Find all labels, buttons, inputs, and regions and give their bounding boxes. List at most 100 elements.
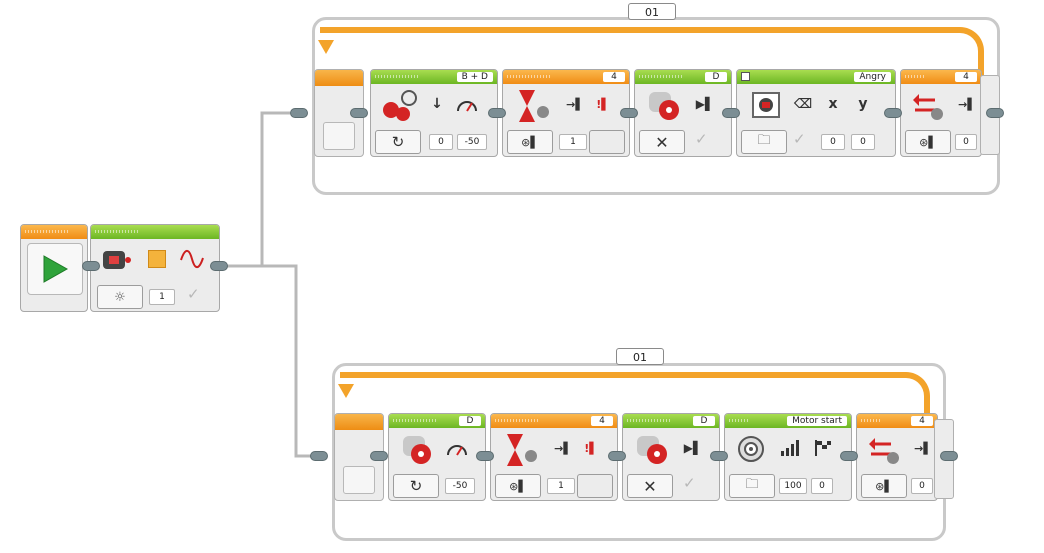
- x-coord-icon: x: [828, 96, 838, 112]
- brick-light-header: [91, 225, 219, 239]
- connector: [350, 108, 368, 118]
- wire-to-top-loop: [222, 111, 290, 268]
- port-label[interactable]: 4: [603, 72, 625, 82]
- port-label[interactable]: Motor start: [787, 416, 847, 426]
- large-motor-off-block[interactable]: D ▶▌ ✕ ✓: [622, 413, 720, 501]
- brake-checkmark[interactable]: ✓: [683, 474, 696, 492]
- loop-mode-button[interactable]: [343, 466, 375, 494]
- loop-arrow-head-icon: [318, 40, 334, 54]
- loop-start-bottom[interactable]: [334, 413, 384, 501]
- move-steering-block[interactable]: B + D ↓ ↻ 0 -50: [370, 69, 498, 157]
- loop-arrow-head-icon: [338, 384, 354, 398]
- display-block[interactable]: Angry ⌫ x y 🗀 ✓ 0 0: [736, 69, 896, 157]
- compare-value[interactable]: 1: [559, 134, 587, 150]
- mode-selector-button[interactable]: ⊛▌: [507, 130, 553, 154]
- loop-counter-bottom[interactable]: 01: [616, 348, 664, 365]
- sound-block[interactable]: Motor start 🗀 100 0: [724, 413, 852, 501]
- mode-selector-button[interactable]: ✕: [627, 474, 673, 498]
- motor-rotation-reset-block[interactable]: 4 →▌ ⊛▌ 0: [856, 413, 938, 501]
- connector: [290, 108, 308, 118]
- loop-counter-top[interactable]: 01: [628, 3, 676, 20]
- connector: [840, 451, 858, 461]
- wait-block[interactable]: 4 →▌ !▌ ⊛▌ 1: [502, 69, 630, 157]
- play-type-value[interactable]: 0: [811, 478, 833, 494]
- mode-selector-button[interactable]: ↻: [375, 130, 421, 154]
- reset-motor-icon: [909, 88, 945, 122]
- connector: [884, 108, 902, 118]
- medium-motor-block[interactable]: D ↻ -50: [388, 413, 486, 501]
- clear-screen-checkmark[interactable]: ✓: [793, 130, 806, 148]
- large-motor-icon: [645, 88, 685, 124]
- pulse-icon: [179, 247, 205, 271]
- power-value[interactable]: -50: [457, 134, 487, 150]
- y-value[interactable]: 0: [851, 134, 875, 150]
- power-value[interactable]: -50: [445, 478, 475, 494]
- compare-value[interactable]: 1: [547, 478, 575, 494]
- mode-selector-button[interactable]: ⊛▌: [495, 474, 541, 498]
- rotate-icon: ↻: [391, 133, 405, 151]
- brake-checkmark[interactable]: ✓: [695, 130, 708, 148]
- port-label[interactable]: D: [693, 416, 715, 426]
- motor-rotation-reset-block[interactable]: 4 →▌ ⊛▌ 0: [900, 69, 982, 157]
- reset-value[interactable]: 0: [955, 134, 977, 150]
- motor-pair-icon: [381, 88, 421, 122]
- pulse-checkmark[interactable]: ✓: [187, 285, 200, 303]
- connector: [370, 451, 388, 461]
- connector: [488, 108, 506, 118]
- mode-selector-button[interactable]: 🗀: [729, 474, 775, 498]
- port-input-icon: →▌: [566, 97, 584, 111]
- mode-selector-button[interactable]: ↻: [393, 474, 439, 498]
- loop-mode-button[interactable]: [323, 122, 355, 150]
- stop-end-icon: ▶▌: [683, 441, 703, 455]
- wire-to-bottom-loop: [222, 264, 312, 458]
- speaker-icon: [735, 434, 771, 464]
- hourglass-motor-icon: [501, 432, 541, 468]
- port-label[interactable]: B + D: [456, 72, 493, 82]
- port-input-icon: →▌: [958, 97, 976, 111]
- speedometer-icon: [455, 94, 479, 114]
- connector: [608, 451, 626, 461]
- mode-selector-button[interactable]: 🗀: [741, 130, 787, 154]
- start-block[interactable]: [20, 224, 88, 312]
- volume-value[interactable]: 100: [779, 478, 807, 494]
- compare-icon: ⊛▌: [875, 479, 893, 493]
- connector: [620, 108, 638, 118]
- color-value[interactable]: 1: [149, 289, 175, 305]
- port-label[interactable]: D: [459, 416, 481, 426]
- stop-end-icon: ▶▌: [695, 97, 715, 111]
- mode-selector-button[interactable]: ⊛▌: [861, 474, 907, 498]
- brick-status-light-block[interactable]: ☼ 1 ✓: [90, 224, 220, 312]
- port-label[interactable]: 4: [591, 416, 613, 426]
- threshold-tab[interactable]: [589, 130, 625, 154]
- compare-type-icon: !▌: [596, 97, 610, 111]
- loop-arrow-bottom: [340, 372, 930, 426]
- port-input-icon: →▌: [554, 441, 572, 455]
- port-label[interactable]: 4: [911, 416, 933, 426]
- port-label[interactable]: D: [705, 72, 727, 82]
- mode-selector-button[interactable]: ✕: [639, 130, 685, 154]
- display-screen-icon: [749, 90, 783, 120]
- brick-status-light-icon: [99, 245, 133, 275]
- reset-value[interactable]: 0: [911, 478, 933, 494]
- steering-value[interactable]: 0: [429, 134, 453, 150]
- color-square-icon: [147, 249, 167, 269]
- eraser-icon: ⌫: [793, 96, 813, 112]
- mode-selector-button[interactable]: ☼: [97, 285, 143, 309]
- large-motor-off-block[interactable]: D ▶▌ ✕ ✓: [634, 69, 732, 157]
- port-label[interactable]: Angry: [854, 72, 891, 82]
- wait-block[interactable]: 4 →▌ !▌ ⊛▌ 1: [490, 413, 618, 501]
- connector: [310, 451, 328, 461]
- off-icon: ✕: [643, 476, 657, 496]
- threshold-tab[interactable]: [577, 474, 613, 498]
- speedometer-icon: [445, 438, 469, 458]
- port-label[interactable]: 4: [955, 72, 977, 82]
- connector: [476, 451, 494, 461]
- mode-selector-button[interactable]: ⊛▌: [905, 130, 951, 154]
- y-coord-icon: y: [858, 96, 868, 112]
- light-bulb-icon: ☼: [114, 289, 126, 305]
- connector: [710, 451, 728, 461]
- x-value[interactable]: 0: [821, 134, 845, 150]
- play-icon[interactable]: [27, 243, 83, 295]
